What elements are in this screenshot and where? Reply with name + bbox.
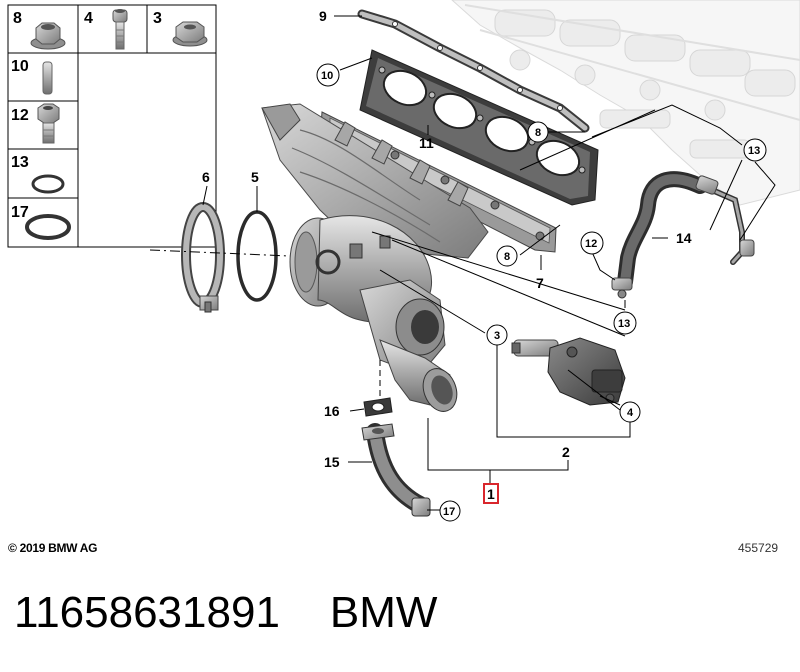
exploded-parts-diagram: 8 4 3 10 12 13 17 <box>7 0 800 522</box>
hardware-legend: 8 4 3 10 12 13 17 <box>7 4 217 248</box>
turbocharger-assembly <box>261 103 489 412</box>
callout-2: 2 <box>562 444 570 460</box>
callout-13: 13 <box>618 318 630 330</box>
brand-name: BMW <box>329 588 438 637</box>
legend-num: 3 <box>153 10 162 27</box>
vband-clamp-6 <box>181 202 225 313</box>
callout-1: 1 <box>487 486 495 502</box>
socket-bolt-icon <box>112 9 128 50</box>
callout-10: 10 <box>321 70 333 82</box>
flange-nut-icon <box>30 22 66 50</box>
legend-num: 10 <box>11 58 29 75</box>
callout-16: 16 <box>324 403 340 419</box>
oil-return-pipe-15 <box>361 423 431 517</box>
gasket-16 <box>363 397 393 417</box>
callout-7: 7 <box>536 275 544 291</box>
legend-num: 13 <box>11 154 29 171</box>
callout-15: 15 <box>324 454 340 470</box>
callout-9: 9 <box>319 8 327 24</box>
hollow-bolt-icon <box>37 103 60 144</box>
gasket-strip-9 <box>357 9 590 133</box>
seal-ring-5 <box>236 210 278 302</box>
callout-8: 8 <box>535 127 541 139</box>
legend-num: 4 <box>84 10 93 27</box>
callout-8: 8 <box>504 251 510 263</box>
wastegate-actuator-4 <box>511 337 626 406</box>
copyright-text: © 2019 BMW AG <box>8 541 98 555</box>
part-number: 11658631891 <box>14 588 280 637</box>
callout-11: 11 <box>419 135 434 151</box>
callout-14: 14 <box>676 230 692 246</box>
legend-num: 17 <box>11 204 29 221</box>
callout-3: 3 <box>494 330 500 342</box>
callout-13: 13 <box>748 145 760 157</box>
callout-4: 4 <box>627 407 634 419</box>
callout-5: 5 <box>251 169 259 185</box>
callout-1-highlight <box>483 483 499 504</box>
oil-line-14 <box>611 171 755 299</box>
cylinder-head-background <box>451 0 800 206</box>
callout-12: 12 <box>585 238 597 250</box>
callout-17: 17 <box>443 506 455 518</box>
leader-lines <box>149 15 776 511</box>
legend-num: 8 <box>13 10 22 27</box>
part-footer: 11658631891 BMW <box>14 588 437 638</box>
dowel-pin-icon <box>42 61 53 95</box>
hex-nut-icon <box>172 21 208 47</box>
callout-6: 6 <box>202 169 210 185</box>
diagram-number: 455729 <box>738 541 779 555</box>
legend-num: 12 <box>11 107 29 124</box>
large-seal-ring-icon <box>25 214 71 240</box>
callouts: 9 10 11 8 13 6 5 8 7 12 14 13 3 4 2 16 1… <box>202 8 767 522</box>
small-seal-ring-icon <box>31 174 65 194</box>
